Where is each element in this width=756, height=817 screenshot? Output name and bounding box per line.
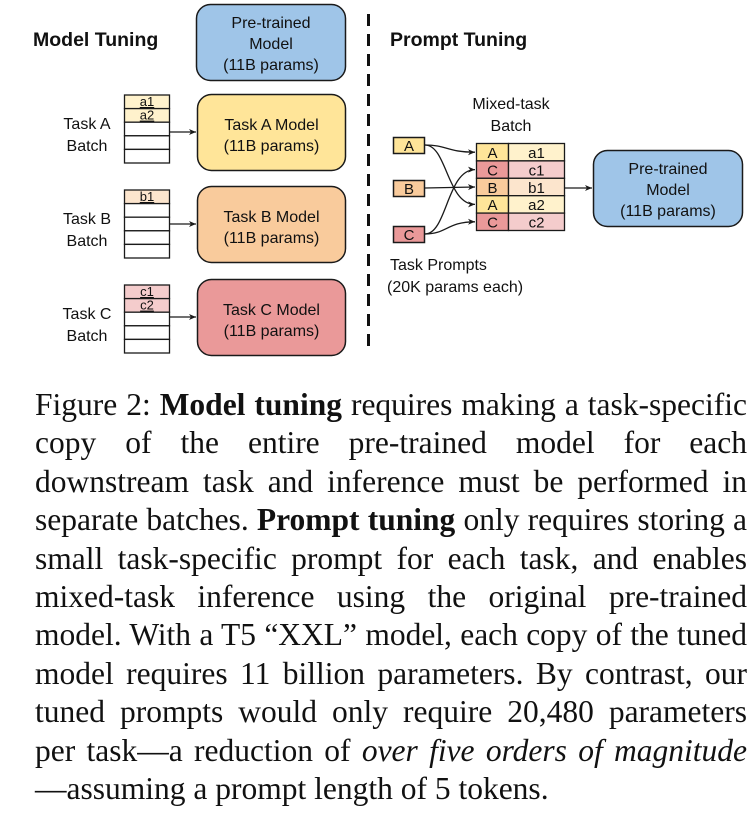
task-b-model-label: Task B Model xyxy=(223,209,319,226)
task-c-batch-label-line2: Batch xyxy=(67,328,108,345)
prompt-b-to-row-arrow xyxy=(424,184,476,191)
prompt-a-label: A xyxy=(404,138,414,155)
prompt-b-label: B xyxy=(404,181,414,198)
batch-row-prompt: C xyxy=(487,215,498,232)
mt-pretrained-box xyxy=(195,3,347,82)
task-a-batch-row xyxy=(123,121,171,137)
task-b-batch-row xyxy=(123,230,171,246)
batch-row-prompt: C xyxy=(487,162,498,179)
task-b-batch-row xyxy=(123,216,171,232)
task-a-model-params: (11B params) xyxy=(224,138,320,155)
pt-pretrained-line1: Pre-trained xyxy=(628,161,707,178)
caption-bold-model-tuning: Model tuning xyxy=(159,387,342,422)
batch-row-item: a2 xyxy=(528,197,545,214)
figure-diagram: Model Tuning Pre-trained Model (11B para… xyxy=(0,0,756,370)
pt-pretrained-line3: (11B params) xyxy=(620,203,716,220)
task-b-batch-item: b1 xyxy=(140,189,154,204)
task-c-batch-item: c1 xyxy=(140,284,154,299)
task-a-batch-item: a1 xyxy=(140,94,154,109)
caption-text-2: only requires stor­ing a small task-spec… xyxy=(35,502,748,768)
figure-caption: Figure 2: Model tuning requires making a… xyxy=(35,386,747,808)
mixed-batch-title-line1: Mixed-task xyxy=(472,96,550,113)
prompt-tuning-title: Prompt Tuning xyxy=(390,29,527,51)
task-c-batch-item: c2 xyxy=(140,298,154,313)
diagram-canvas: Model Tuning Pre-trained Model (11B para… xyxy=(33,3,744,357)
caption-prefix: Figure 2: xyxy=(35,387,160,422)
prompt-a-to-row-arrow xyxy=(424,144,476,156)
batch-row-prompt: A xyxy=(487,197,497,214)
mixed-batch-title-line2: Batch xyxy=(491,118,532,135)
task-a-model-box xyxy=(196,93,347,172)
pt-pretrained-box xyxy=(592,149,744,228)
task-c-batch-row xyxy=(123,338,171,354)
prompt-a-box xyxy=(392,136,426,155)
mt-pretrained-line1: Pre-trained xyxy=(231,15,310,32)
task-b-batch-label-line1: Task B xyxy=(63,211,111,228)
task-prompts-label-line1: Task Prompts xyxy=(390,257,487,274)
task-c-batch-row xyxy=(123,325,171,341)
task-c-model-params: (11B params) xyxy=(224,323,320,340)
task-b-batch-row xyxy=(123,202,171,218)
mt-pretrained-line2: Model xyxy=(249,36,293,53)
prompt-c-box xyxy=(392,225,426,244)
prompt-b-box xyxy=(392,179,426,198)
task-a-batch-item: a2 xyxy=(140,108,154,123)
caption-italic-emphasis: over five orders of magnitude xyxy=(361,732,747,768)
task-b-batch-label-line2: Batch xyxy=(67,233,108,250)
task-c-batch-row xyxy=(123,311,171,327)
prompt-c-label: C xyxy=(404,227,415,244)
task-b-model-params: (11B params) xyxy=(224,230,320,247)
pt-pretrained-line2: Model xyxy=(646,182,690,199)
task-a-batch-row xyxy=(123,148,171,164)
prompt-a-to-row-arrow xyxy=(424,144,476,208)
task-b-batch-row xyxy=(123,243,171,259)
prompt-c-to-row-arrow xyxy=(424,166,476,235)
prompt-c-to-row-arrow xyxy=(424,218,476,235)
task-a-batch-label-line1: Task A xyxy=(63,116,110,133)
task-c-batch-label-line1: Task C xyxy=(63,306,112,323)
batch-row-item: c1 xyxy=(529,162,545,179)
pt-pretrained-model: Pre-trained Model (11B params) xyxy=(592,149,744,228)
task-c-model-label: Task C Model xyxy=(223,302,320,319)
task-a-batch-label-line2: Batch xyxy=(67,138,108,155)
batch-row-item: a1 xyxy=(528,145,545,162)
task-prompts: A B C xyxy=(392,136,426,244)
caption-text-1: requires making a task-specific copy of … xyxy=(35,387,747,538)
mt-pretrained-line3: (11B params) xyxy=(223,57,319,74)
task-a-model-label: Task A Model xyxy=(224,117,318,134)
batch-row-item: b1 xyxy=(528,180,545,197)
caption-bold-prompt-tuning: Prompt tuning xyxy=(256,502,456,538)
batch-row-prompt: A xyxy=(487,145,497,162)
model-tuning-title: Model Tuning xyxy=(33,29,158,51)
caption-text-3: —assuming a prompt length of 5 tokens. xyxy=(35,771,549,807)
task-c-model-box xyxy=(196,278,347,357)
prompt-routing-arrows xyxy=(424,144,476,235)
mt-pretrained-model: Pre-trained Model (11B params) xyxy=(195,3,347,82)
task-b-model-box xyxy=(196,185,347,264)
batch-row-item: c2 xyxy=(529,215,545,232)
task-a-batch-row xyxy=(123,135,171,151)
batch-row-item-cell xyxy=(507,212,566,232)
task-prompts-label-line2: (20K params each) xyxy=(387,279,523,296)
batch-row-prompt: B xyxy=(487,180,497,197)
